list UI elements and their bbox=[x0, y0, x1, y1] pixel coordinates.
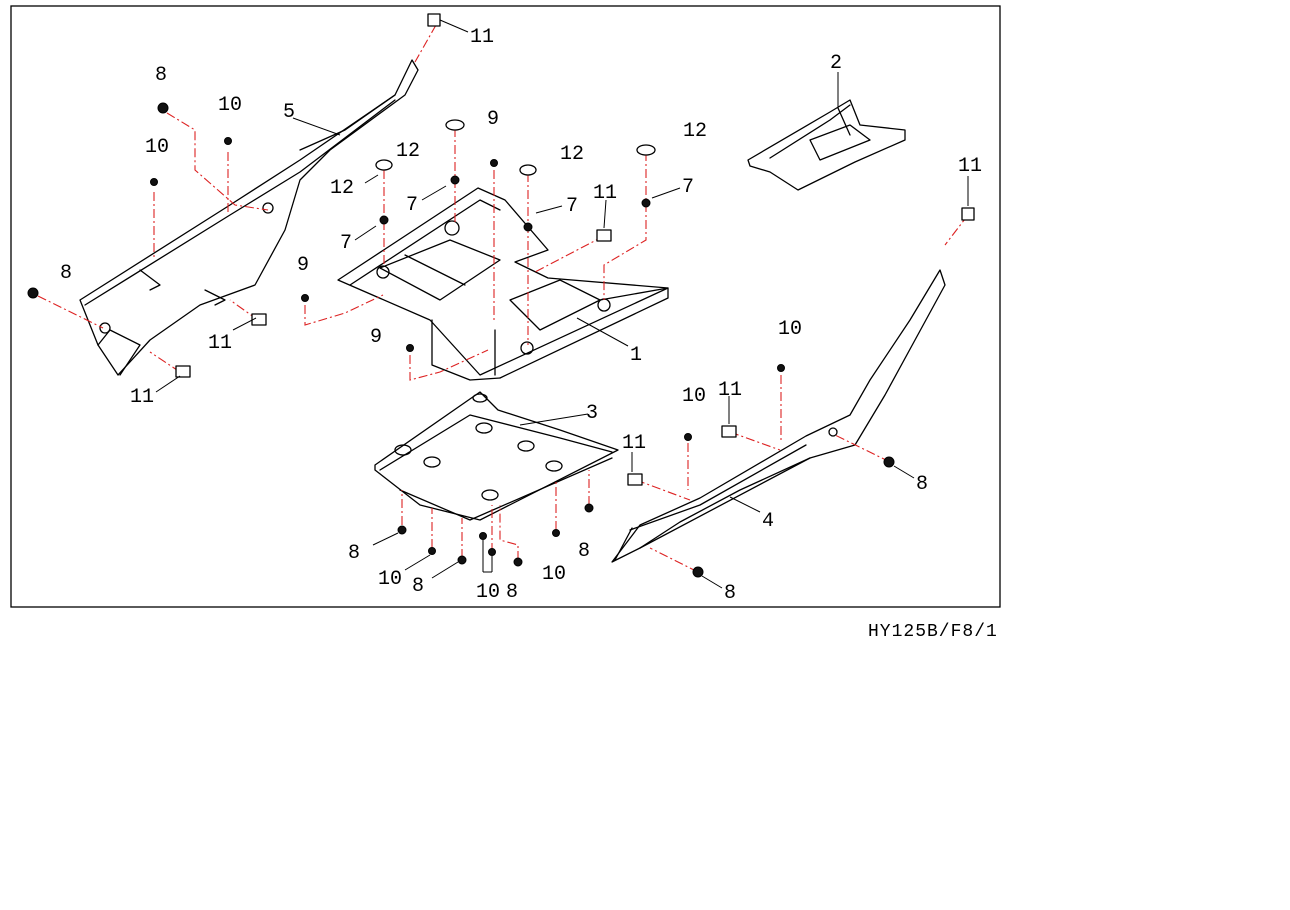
callout-11: 11 bbox=[470, 26, 494, 49]
callout-5: 5 bbox=[283, 101, 295, 124]
part-1-floor-panel bbox=[337, 187, 669, 381]
grommet-icon bbox=[445, 119, 465, 131]
callout-10: 10 bbox=[476, 581, 500, 604]
callout-7: 7 bbox=[340, 232, 352, 255]
callout-2: 2 bbox=[830, 52, 842, 75]
callout-12: 12 bbox=[683, 120, 707, 143]
part-2-small-cover bbox=[747, 99, 906, 191]
callout-12: 12 bbox=[330, 177, 354, 200]
clip-nut-icon bbox=[721, 425, 737, 438]
callout-8: 8 bbox=[412, 575, 424, 598]
part-5-left-side-rail bbox=[79, 59, 419, 376]
callout-11: 11 bbox=[130, 386, 154, 409]
callout-10: 10 bbox=[542, 563, 566, 586]
callout-4: 4 bbox=[762, 510, 774, 533]
callout-11: 11 bbox=[958, 155, 982, 178]
callout-10: 10 bbox=[778, 318, 802, 341]
callout-labels: 11 5 8 10 10 8 11 11 12 12 9 12 12 2 7 7… bbox=[60, 26, 982, 605]
callout-8: 8 bbox=[916, 473, 928, 496]
part-3-under-cover bbox=[374, 391, 619, 521]
callout-12: 12 bbox=[396, 140, 420, 163]
callout-11: 11 bbox=[593, 182, 617, 205]
callout-3: 3 bbox=[586, 402, 598, 425]
drawing-frame bbox=[10, 5, 1001, 608]
callout-10: 10 bbox=[682, 385, 706, 408]
callout-9: 9 bbox=[370, 326, 382, 349]
grommet-icon bbox=[519, 164, 537, 176]
callout-8: 8 bbox=[578, 540, 590, 563]
callout-7: 7 bbox=[682, 176, 694, 199]
callout-10: 10 bbox=[145, 136, 169, 159]
clip-nut-icon bbox=[175, 365, 191, 378]
callout-8: 8 bbox=[155, 64, 167, 87]
clip-nut-icon bbox=[627, 473, 643, 486]
callout-10: 10 bbox=[378, 568, 402, 591]
leader-lines bbox=[155, 19, 969, 589]
grommet-icon bbox=[636, 144, 656, 156]
callout-8: 8 bbox=[724, 582, 736, 605]
callout-12: 12 bbox=[560, 143, 584, 166]
center-lines bbox=[37, 24, 969, 573]
callout-8: 8 bbox=[60, 262, 72, 285]
part-4-right-side-rail bbox=[611, 269, 946, 563]
drawing-code: HY125B/F8/1 bbox=[868, 622, 998, 642]
clip-nut-icon bbox=[961, 207, 975, 221]
clip-nut-icon bbox=[596, 229, 612, 242]
callout-10: 10 bbox=[218, 94, 242, 117]
callout-7: 7 bbox=[566, 195, 578, 218]
callout-8: 8 bbox=[348, 542, 360, 565]
callout-11: 11 bbox=[208, 332, 232, 355]
clip-nut-icon bbox=[251, 313, 267, 326]
callout-11: 11 bbox=[718, 379, 742, 402]
callout-9: 9 bbox=[297, 254, 309, 277]
callout-11: 11 bbox=[622, 432, 646, 455]
clip-nut-icon bbox=[427, 13, 441, 27]
callout-8: 8 bbox=[506, 581, 518, 604]
callout-1: 1 bbox=[630, 344, 642, 367]
grommet-icon bbox=[375, 159, 393, 171]
callout-9: 9 bbox=[487, 108, 499, 131]
fasteners bbox=[27, 13, 975, 578]
callout-7: 7 bbox=[406, 194, 418, 217]
